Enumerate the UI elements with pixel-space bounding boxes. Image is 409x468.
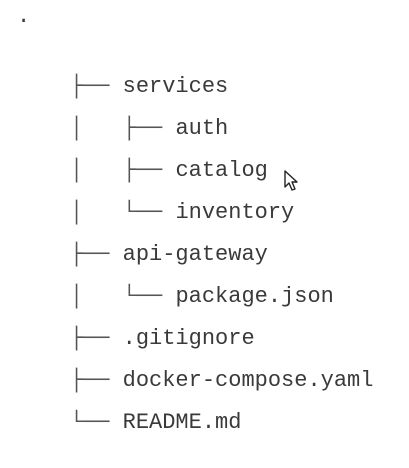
directory-tree: . ├── services │ ├── auth │ ├── catalog … (17, 4, 374, 435)
tree-item-inventory: │ └── inventory (17, 168, 294, 225)
tree-item-api-gateway: ├── api-gateway (17, 210, 268, 267)
tree-branch: │ ├── (69, 116, 176, 141)
tree-item-label: package.json (175, 284, 334, 309)
tree-root: . (17, 4, 31, 29)
tree-branch: │ ├── (69, 158, 176, 183)
tree-item-label: services (122, 74, 229, 99)
tree-item-label: inventory (175, 200, 295, 225)
tree-branch: └── (69, 410, 123, 435)
tree-item-label: auth (175, 116, 229, 141)
tree-item-label: catalog (175, 158, 268, 183)
tree-branch: │ └── (69, 284, 176, 309)
tree-item-package-json: │ └── package.json (17, 252, 334, 309)
tree-branch: ├── (69, 242, 123, 267)
tree-branch: ├── (69, 326, 123, 351)
tree-item-services: ├── services (17, 42, 228, 99)
tree-item-label: api-gateway (122, 242, 268, 267)
tree-item-label: docker-compose.yaml (122, 368, 374, 393)
tree-item-catalog: │ ├── catalog (17, 126, 268, 183)
tree-item-gitignore: ├── .gitignore (17, 294, 255, 351)
tree-branch: │ └── (69, 200, 176, 225)
tree-item-label: .gitignore (122, 326, 255, 351)
tree-item-auth: │ ├── auth (17, 84, 228, 141)
mouse-pointer-icon (284, 170, 298, 191)
tree-branch: ├── (69, 74, 123, 99)
tree-item-docker-compose: ├── docker-compose.yaml (17, 336, 374, 393)
tree-item-readme: └── README.md (17, 378, 242, 435)
tree-item-label: README.md (122, 410, 242, 435)
tree-branch: ├── (69, 368, 123, 393)
